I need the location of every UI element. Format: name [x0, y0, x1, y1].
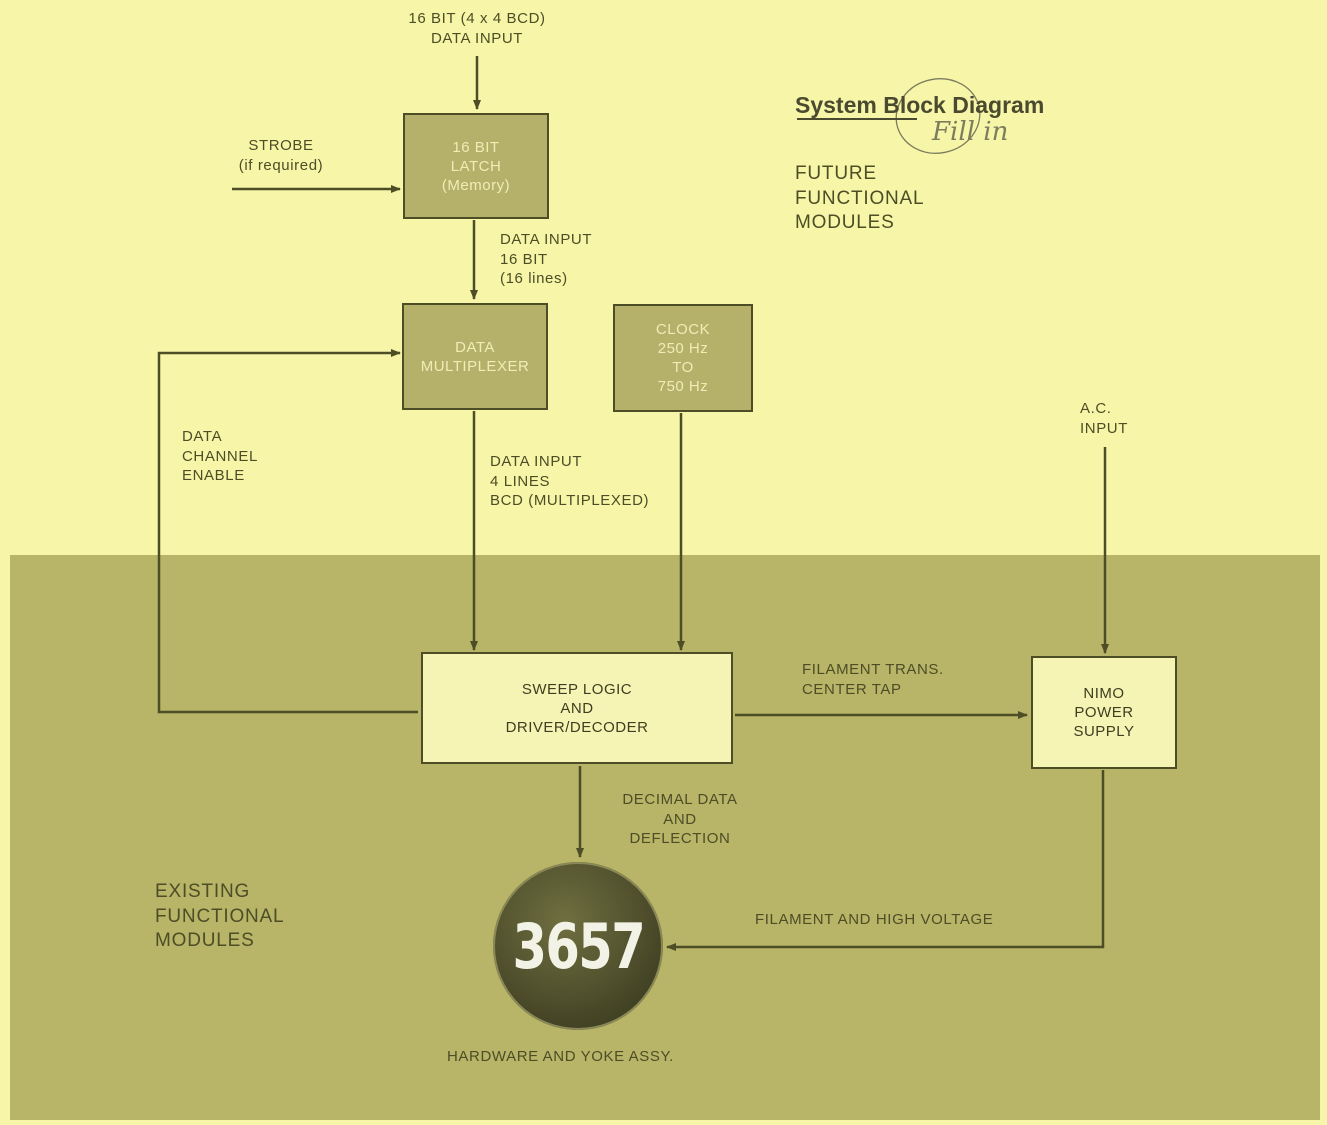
nimo-display-tube: 3657	[493, 862, 663, 1030]
filament-high-voltage-label: FILAMENT AND HIGH VOLTAGE	[755, 911, 994, 928]
diagram-title: System Block Diagram	[795, 92, 1045, 118]
strobe-label: STROBE(if required)	[238, 137, 324, 174]
arrow-nimo-to-display	[666, 770, 1105, 951]
data-input-top-label: 16 BIT (4 x 4 BCD)DATA INPUT	[408, 10, 546, 47]
handwritten-note: Fill in	[931, 117, 1008, 147]
title-underline	[797, 118, 917, 120]
handwritten-circle	[895, 78, 981, 154]
hardware-yoke-label: HARDWARE AND YOKE ASSY.	[447, 1048, 674, 1065]
display-number: 3657	[512, 909, 645, 983]
ac-input-label: A.C.INPUT	[1080, 400, 1128, 437]
filament-trans-label: FILAMENT TRANS.CENTER TAP	[802, 661, 944, 698]
arrow-channel-enable-loop	[157, 349, 418, 714]
